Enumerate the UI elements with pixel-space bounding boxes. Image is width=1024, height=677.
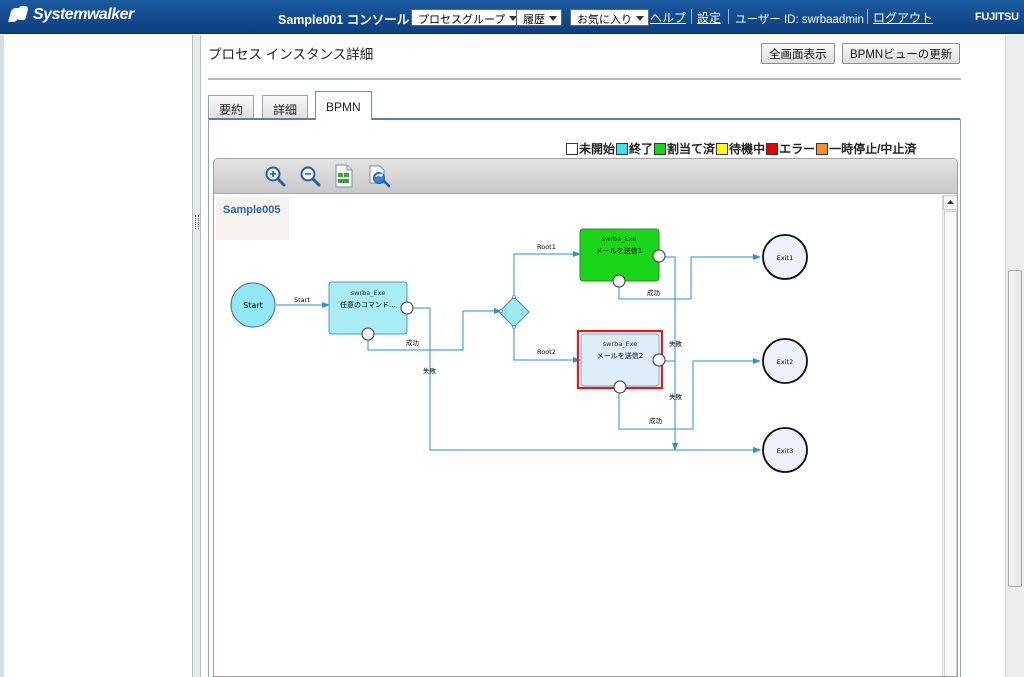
flow-route2 [513, 327, 581, 363]
pane-splitter[interactable] [193, 35, 201, 677]
flow-label-failure: 失敗 [423, 366, 437, 375]
legend-swatch [716, 142, 729, 155]
top-header-bar: Systemwalker Sample001 コンソール プロセスグループ 履歴… [0, 0, 1024, 34]
page-title: プロセス インスタンス詳細 [208, 47, 374, 62]
fullscreen-button[interactable]: 全画面表示 [761, 43, 835, 64]
flow-task2-success [618, 254, 761, 300]
scroll-up-arrow-icon[interactable] [943, 195, 957, 210]
end-event-label: Exit1 [777, 254, 793, 262]
brand-name: Systemwalker [33, 6, 134, 23]
tab-summary[interactable]: 要約 [208, 95, 255, 119]
legend-not-started: 未開始 [566, 140, 615, 157]
systemwalker-mark-icon [10, 6, 30, 24]
legend-error: エラー [766, 140, 815, 157]
task-send-mail-1[interactable]: swrba_Exe メールを送信1 [579, 228, 666, 288]
flow-labels: Start 成功 失敗 Root1 Root2 成功 失敗 成功 失敗 [294, 243, 683, 425]
tab-strip-line [208, 118, 960, 120]
task-name-label: 任意のコマンド… [340, 300, 396, 309]
flow-label-route2: Root2 [537, 348, 556, 356]
process-name-label: Sample005 [216, 197, 289, 240]
history-menu[interactable]: 履歴 [516, 9, 562, 26]
flow-route1 [513, 251, 581, 297]
export-image-icon[interactable] [332, 164, 356, 188]
legend-completed: 終了 [616, 140, 653, 157]
boundary-event-icon [612, 274, 626, 288]
legend-waiting: 待機中 [716, 140, 765, 157]
left-navigation-pane [0, 35, 193, 677]
tab-bpmn[interactable]: BPMN [315, 91, 372, 120]
status-legend: 未開始 終了 割当て済 待機中 エラー 一時停止/中止済 [566, 140, 917, 157]
refresh-bpmn-view-button[interactable]: BPMNビューの更新 [842, 43, 961, 64]
splitter-grip-icon[interactable] [195, 215, 199, 229]
task-send-mail-2[interactable]: swrba_Exe メールを送信2 [576, 329, 666, 394]
diagram-vertical-scrollbar[interactable] [942, 195, 957, 676]
task-role-label: swrba_Exe [602, 235, 637, 243]
systemwalker-logo: Systemwalker [10, 6, 134, 24]
start-event-label: Start [243, 301, 263, 310]
task-name-label: メールを送信1 [596, 246, 642, 255]
flow-task1-failure [407, 307, 761, 453]
diagram-toolbar [214, 159, 957, 194]
process-group-menu[interactable]: プロセスグループ [411, 9, 523, 26]
boundary-event-icon [400, 301, 414, 315]
console-title: Sample001 コンソール [278, 13, 410, 27]
boundary-event-icon [361, 327, 375, 341]
bpmn-diagram-svg: Start 成功 失敗 Root1 Root2 成功 失敗 成功 失敗 Star… [230, 228, 808, 473]
header-separator [728, 9, 729, 24]
task-run-command[interactable]: swrba_Exe 任意のコマンド… [328, 281, 414, 341]
flow-label-start: Start [294, 296, 310, 304]
start-event[interactable]: Start [230, 282, 276, 328]
flow-label-success: 成功 [649, 416, 663, 425]
legend-swatch [566, 142, 578, 155]
window-vertical-scrollbar[interactable] [1005, 35, 1024, 677]
task-name-label: メールを送信2 [597, 351, 643, 360]
header-separator [691, 9, 692, 24]
window-scroll-thumb[interactable] [1008, 270, 1022, 587]
end-event-label: Exit3 [777, 447, 793, 455]
legend-swatch [654, 142, 667, 155]
flow-label-failure: 失敗 [669, 339, 683, 348]
legend-assigned: 割当て済 [654, 140, 715, 157]
bpmn-diagram-panel: Sample005 Start 成 [213, 158, 958, 677]
exclusive-gateway[interactable] [498, 295, 530, 329]
tab-content-frame [208, 119, 961, 677]
end-event-exit2[interactable]: Exit2 [762, 338, 808, 384]
boundary-event-icon [613, 380, 627, 394]
diagram-scroll-thumb[interactable] [944, 211, 957, 676]
end-event-exit3[interactable]: Exit3 [762, 427, 808, 473]
flow-task2-failure [659, 256, 761, 453]
refresh-view-icon[interactable] [367, 164, 391, 188]
task-role-label: swrba_Exe [351, 289, 386, 297]
flow-task3-success [618, 358, 761, 430]
header-separator [867, 9, 868, 24]
end-event-label: Exit2 [777, 358, 793, 366]
end-event-exit1[interactable]: Exit1 [762, 234, 808, 280]
flow-edges [276, 251, 761, 453]
flow-label-success: 成功 [406, 338, 420, 347]
flow-label-route1: Root1 [537, 243, 556, 251]
zoom-in-icon[interactable] [263, 164, 287, 188]
settings-link[interactable]: 設定 [697, 11, 722, 25]
favorites-menu[interactable]: お気に入り [570, 9, 649, 26]
task-role-label: swrba_Exe [603, 340, 638, 348]
legend-swatch [616, 142, 629, 155]
logout-link[interactable]: ログアウト [873, 11, 934, 25]
legend-suspended: 一時停止/中止済 [816, 140, 916, 157]
bpmn-canvas[interactable]: Sample005 Start 成 [214, 195, 942, 676]
legend-swatch [816, 142, 829, 155]
user-id-label: ユーザー ID: swrbaadmin [735, 14, 864, 26]
help-link[interactable]: ヘルプ [650, 11, 687, 25]
tab-details[interactable]: 詳細 [262, 95, 309, 119]
flow-label-failure: 失敗 [669, 392, 683, 401]
flow-label-success: 成功 [647, 288, 661, 297]
boundary-event-icon [652, 353, 666, 367]
zoom-out-icon[interactable] [298, 164, 322, 188]
title-divider [208, 78, 961, 80]
legend-swatch [766, 142, 779, 155]
fujitsu-logo: FUJITSU [975, 11, 1019, 23]
boundary-event-icon [652, 249, 666, 263]
